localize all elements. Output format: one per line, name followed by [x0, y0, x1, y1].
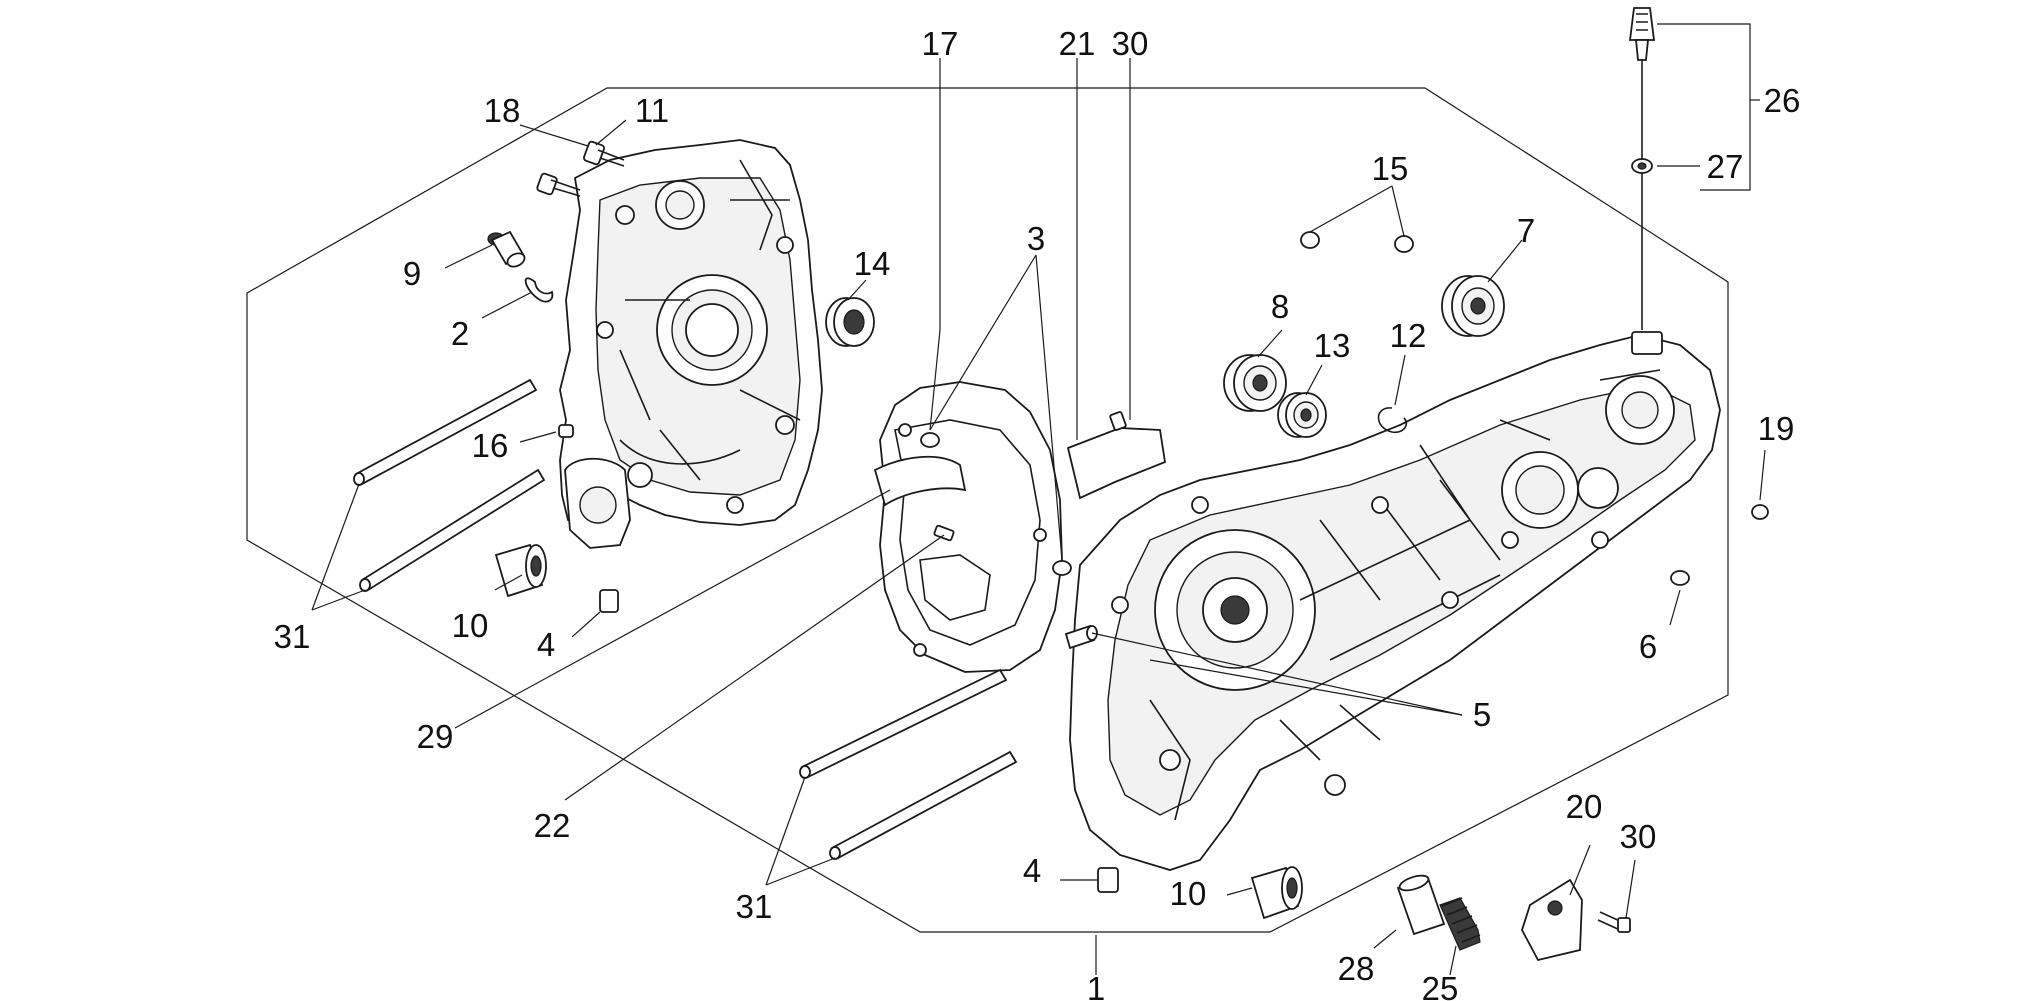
rubber-bush-10-right: [1250, 866, 1303, 920]
callout-28: 28: [1338, 950, 1375, 987]
dowel-9: [487, 230, 526, 268]
callout-10-left: 10: [452, 607, 489, 644]
callout-11: 11: [635, 92, 669, 129]
rubber-bush-10-left: [494, 543, 547, 598]
leader-lines: [311, 23, 1766, 976]
filter-28: [1396, 874, 1446, 936]
dowel-5: [1064, 624, 1098, 650]
callout-10-right: 10: [1170, 875, 1207, 912]
callout-13: 13: [1314, 327, 1351, 364]
callout-4-right: 4: [1023, 852, 1041, 889]
cover-20: [1521, 878, 1583, 962]
bolt-30-lower: [1597, 911, 1631, 933]
circlip-12: [1377, 407, 1408, 434]
bearing-13: [1277, 392, 1327, 438]
sleeve-4-right: [1097, 867, 1119, 893]
gasket-17: [879, 381, 1063, 673]
callout-8: 8: [1271, 288, 1289, 325]
cover-plate-22: [873, 455, 967, 542]
callout-15: 15: [1372, 150, 1409, 187]
oil-seal-14: [825, 297, 875, 347]
callout-3: 3: [1027, 220, 1045, 257]
callout-6: 6: [1639, 628, 1657, 665]
callout-labels: 17 21 30 26 27 18 11 15 7 3 14 9 8 13 12…: [274, 25, 1801, 1001]
spring-25: [1439, 897, 1481, 951]
callout-22: 22: [534, 807, 571, 844]
callout-20: 20: [1566, 788, 1603, 825]
sleeve-4-left: [599, 589, 619, 613]
callout-4-left: 4: [537, 626, 555, 663]
dowels-3: [920, 432, 1072, 576]
bearing-7: [1441, 275, 1505, 337]
callout-19: 19: [1758, 410, 1795, 447]
callout-1: 1: [1087, 970, 1105, 1001]
washer-27: [1631, 158, 1653, 174]
dipstick-26: [1628, 7, 1656, 330]
callout-7: 7: [1517, 212, 1535, 249]
callout-16: 16: [472, 427, 509, 464]
callout-5: 5: [1473, 696, 1491, 733]
dowels-15: [1300, 231, 1414, 253]
callout-27: 27: [1707, 148, 1744, 185]
bearing-8: [1223, 354, 1287, 412]
bracket-21: [1066, 411, 1166, 500]
callout-2: 2: [451, 315, 469, 352]
callout-31-right: 31: [736, 888, 773, 925]
plug-19: [1751, 504, 1769, 520]
callout-31-left: 31: [274, 618, 311, 655]
callout-30-upper: 30: [1112, 25, 1149, 62]
ring-2: [524, 277, 554, 303]
callout-25: 25: [1422, 970, 1459, 1001]
callout-17: 17: [922, 25, 959, 62]
callout-26: 26: [1764, 82, 1801, 119]
callout-18: 18: [484, 92, 521, 129]
callout-21: 21: [1059, 25, 1096, 62]
left-crankcase-half: [559, 139, 823, 549]
bolt-18: [536, 172, 581, 197]
callout-14: 14: [854, 245, 891, 282]
studs-31-left: [353, 378, 546, 592]
callout-30-lower: 30: [1620, 818, 1657, 855]
dowel-16: [558, 424, 574, 438]
assembly-outline: [246, 87, 1729, 933]
callout-9: 9: [403, 255, 421, 292]
right-crankcase-half: [1069, 331, 1721, 871]
callout-29: 29: [417, 718, 454, 755]
dowel-6: [1670, 570, 1690, 586]
callout-12: 12: [1390, 317, 1427, 354]
studs-31-right: [799, 668, 1018, 860]
